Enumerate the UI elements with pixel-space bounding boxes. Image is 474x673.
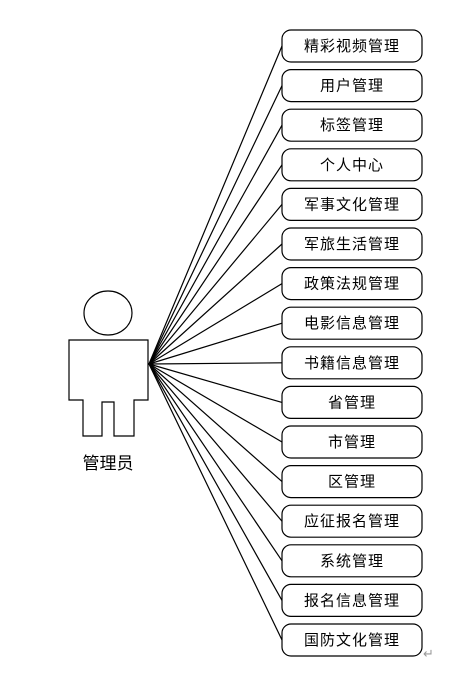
use-case-label: 电影信息管理 — [304, 314, 400, 332]
association-line — [148, 363, 283, 522]
use-case-item: 个人中心 — [281, 148, 423, 182]
use-case-label: 用户管理 — [320, 77, 384, 95]
association-line — [148, 362, 283, 365]
association-line — [148, 363, 283, 443]
use-case-label: 系统管理 — [320, 552, 384, 570]
use-case-box — [281, 306, 423, 340]
use-case-item: 区管理 — [281, 465, 423, 499]
actor-head — [83, 290, 133, 336]
use-case-item: 用户管理 — [281, 68, 423, 103]
association-line — [148, 243, 283, 365]
use-case-label: 军旅生活管理 — [304, 235, 400, 253]
use-case-box — [281, 148, 423, 182]
use-case-item: 军事文化管理 — [281, 187, 423, 221]
association-line — [148, 363, 283, 562]
use-case-label: 市管理 — [328, 433, 376, 451]
use-case-box — [281, 623, 423, 657]
use-case-box — [281, 504, 423, 538]
association-line — [148, 164, 283, 365]
use-case-box — [281, 544, 423, 578]
use-case-box — [281, 425, 423, 459]
use-case-list: 精彩视频管理用户管理标签管理个人中心军事文化管理军旅生活管理政策法规管理电影信息… — [281, 29, 423, 657]
use-case-label: 区管理 — [328, 473, 376, 491]
use-case-label: 国防文化管理 — [304, 631, 400, 649]
use-case-item: 应征报名管理 — [281, 504, 423, 538]
association-line — [148, 322, 283, 365]
use-case-label: 书籍信息管理 — [304, 354, 400, 372]
actor-figure — [68, 290, 149, 437]
association-line — [148, 363, 283, 601]
association-line — [148, 124, 283, 365]
use-case-box — [281, 29, 423, 63]
use-case-label: 标签管理 — [320, 116, 384, 134]
use-case-item: 书籍信息管理 — [281, 346, 423, 380]
use-case-item: 市管理 — [281, 425, 423, 459]
use-case-item: 电影信息管理 — [281, 306, 423, 340]
use-case-box — [281, 227, 423, 261]
use-case-item: 国防文化管理 — [281, 623, 423, 657]
use-case-box — [281, 583, 423, 618]
association-line — [148, 363, 283, 483]
use-case-item: 精彩视频管理 — [281, 29, 423, 63]
use-case-label: 政策法规管理 — [304, 275, 400, 293]
use-case-item: 政策法规管理 — [281, 267, 423, 301]
use-case-item: 报名信息管理 — [281, 583, 423, 618]
use-case-box — [281, 346, 423, 380]
use-case-label: 个人中心 — [320, 156, 384, 174]
return-mark: ↵ — [423, 647, 434, 662]
use-case-box — [281, 68, 423, 103]
association-line — [148, 363, 283, 641]
association-lines — [148, 45, 283, 641]
association-line — [148, 45, 283, 365]
use-case-box — [281, 108, 423, 142]
use-case-label: 省管理 — [328, 393, 376, 411]
use-case-label: 报名信息管理 — [304, 591, 400, 609]
use-case-label: 应征报名管理 — [304, 512, 400, 530]
actor-label: 管理员 — [83, 454, 134, 474]
use-case-box — [281, 465, 423, 499]
actor-body — [68, 339, 149, 437]
use-case-label: 精彩视频管理 — [304, 37, 400, 55]
use-case-item: 军旅生活管理 — [281, 227, 423, 261]
use-case-box — [281, 187, 423, 221]
use-case-item: 省管理 — [281, 385, 423, 419]
use-case-box — [281, 267, 423, 301]
association-line — [148, 283, 283, 365]
use-case-box — [281, 385, 423, 419]
use-case-item: 标签管理 — [281, 108, 423, 142]
association-line — [148, 85, 283, 365]
use-case-item: 系统管理 — [281, 544, 423, 578]
association-line — [148, 363, 283, 403]
use-case-label: 军事文化管理 — [304, 195, 400, 213]
association-line — [148, 204, 283, 365]
